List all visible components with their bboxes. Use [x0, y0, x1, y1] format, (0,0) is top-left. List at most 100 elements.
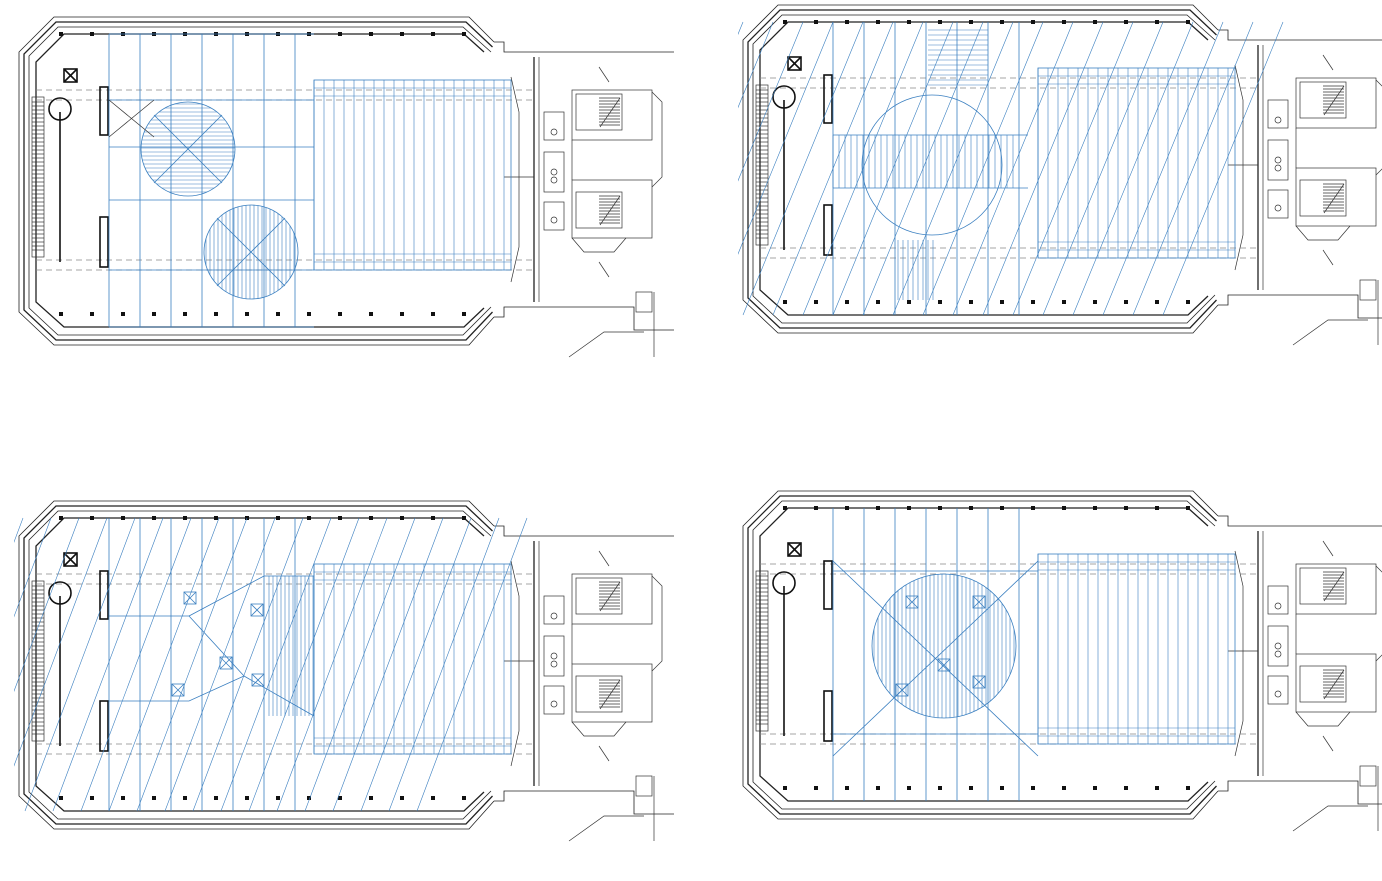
fixture-circle	[550, 128, 558, 136]
annex-block	[1228, 54, 1382, 266]
fixture-box-cross	[251, 673, 265, 687]
circle-diagonal	[216, 217, 286, 287]
plan-drawing	[742, 490, 1382, 832]
annex-room	[1295, 653, 1377, 713]
fixture-box-icon	[171, 683, 185, 697]
annex-wall-bottom	[1218, 780, 1382, 805]
annex-niche	[543, 595, 565, 625]
plan-drawing	[18, 16, 674, 358]
column-marker-icon	[90, 32, 94, 36]
column-marker-icon	[938, 506, 942, 510]
seating-frame	[313, 563, 512, 755]
fixture-circle	[550, 168, 558, 176]
column-marker-icon	[400, 312, 404, 316]
diagonal-line	[52, 517, 164, 812]
truss-line	[108, 99, 155, 138]
overlay-single-circle	[832, 508, 1039, 801]
column-marker-icon	[1093, 506, 1097, 510]
site-box	[1359, 279, 1377, 301]
column-marker-icon	[307, 796, 311, 800]
column-marker-icon	[59, 796, 63, 800]
column-marker-icon	[369, 312, 373, 316]
fixture-box-cross	[171, 683, 185, 697]
column-marker-icon	[938, 786, 942, 790]
door-swing	[598, 550, 610, 567]
stair-icon	[575, 191, 623, 229]
stair-icon	[1299, 81, 1347, 119]
annex-room	[571, 89, 653, 141]
fixture-box-cross	[63, 552, 78, 567]
annex-lobby	[1295, 711, 1351, 727]
column-marker-icon	[876, 300, 880, 304]
annex-lobby	[571, 237, 627, 253]
speaker-stack	[823, 74, 833, 124]
annex-wall-bottom	[494, 790, 674, 815]
column-marker-icon	[1124, 20, 1128, 24]
diagonal-line	[192, 517, 304, 812]
column-marker-icon	[1155, 786, 1159, 790]
fixture-box-icon	[972, 595, 986, 609]
annex-niche	[1267, 585, 1289, 615]
annex-lobby	[1295, 225, 1351, 241]
outer-wall	[28, 510, 492, 820]
diagonal-line	[14, 517, 24, 543]
column-marker-icon	[462, 32, 466, 36]
site-line	[568, 331, 644, 358]
fixture-circle	[1274, 164, 1282, 172]
outer-wall	[742, 4, 1219, 334]
fixture-box-icon	[250, 603, 264, 617]
column-marker-icon	[969, 20, 973, 24]
column-marker-icon	[783, 786, 787, 790]
seating-frame	[1037, 553, 1236, 745]
column-marker-icon	[431, 516, 435, 520]
speaker-stack	[99, 86, 109, 136]
fixture-box-icon	[219, 656, 233, 670]
column-marker-icon	[907, 20, 911, 24]
annex-outer	[651, 575, 663, 672]
stage-rack	[31, 580, 45, 742]
column-marker-icon	[907, 506, 911, 510]
diagonal-line	[14, 517, 108, 767]
column-marker-icon	[907, 786, 911, 790]
circle-diagonal	[832, 560, 1039, 757]
column-marker-icon	[1155, 300, 1159, 304]
column-marker-icon	[845, 786, 849, 790]
column-marker-icon	[214, 796, 218, 800]
diagonal-line	[1042, 21, 1164, 316]
fixture-circle	[1274, 642, 1282, 650]
fixture-box-cross	[250, 603, 264, 617]
fixture-circle	[550, 176, 558, 184]
annex-room	[571, 573, 653, 625]
diagonal-line	[1132, 21, 1254, 316]
column-marker-icon	[276, 516, 280, 520]
column-marker-icon	[1186, 20, 1190, 24]
annex-block	[504, 66, 663, 278]
speaker-stack	[823, 204, 833, 256]
annex-niche	[1267, 625, 1289, 667]
diagonal-line	[332, 517, 444, 812]
column-marker-icon	[462, 516, 466, 520]
column-marker-icon	[938, 300, 942, 304]
column-marker-icon	[90, 312, 94, 316]
column-marker-icon	[338, 312, 342, 316]
diagonal-line	[80, 517, 192, 812]
column-marker-icon	[907, 300, 911, 304]
fixture-circle	[1274, 204, 1282, 212]
seating-block	[1037, 553, 1236, 745]
stair-arrow	[1323, 183, 1345, 214]
plan-drawing	[738, 4, 1382, 346]
stair-arrow	[599, 195, 621, 226]
column-marker-icon	[152, 312, 156, 316]
site-box	[1359, 765, 1377, 787]
diagonal-line	[304, 517, 416, 812]
column-marker-icon	[90, 796, 94, 800]
door-swing	[598, 66, 610, 83]
column-marker-icon	[431, 796, 435, 800]
seating-block	[1037, 67, 1236, 259]
stage-rack	[755, 84, 769, 246]
column-marker-icon	[1186, 506, 1190, 510]
column-marker-icon	[814, 786, 818, 790]
column-marker-icon	[845, 506, 849, 510]
fixture-box-icon	[251, 673, 265, 687]
fixture-circle	[550, 652, 558, 660]
